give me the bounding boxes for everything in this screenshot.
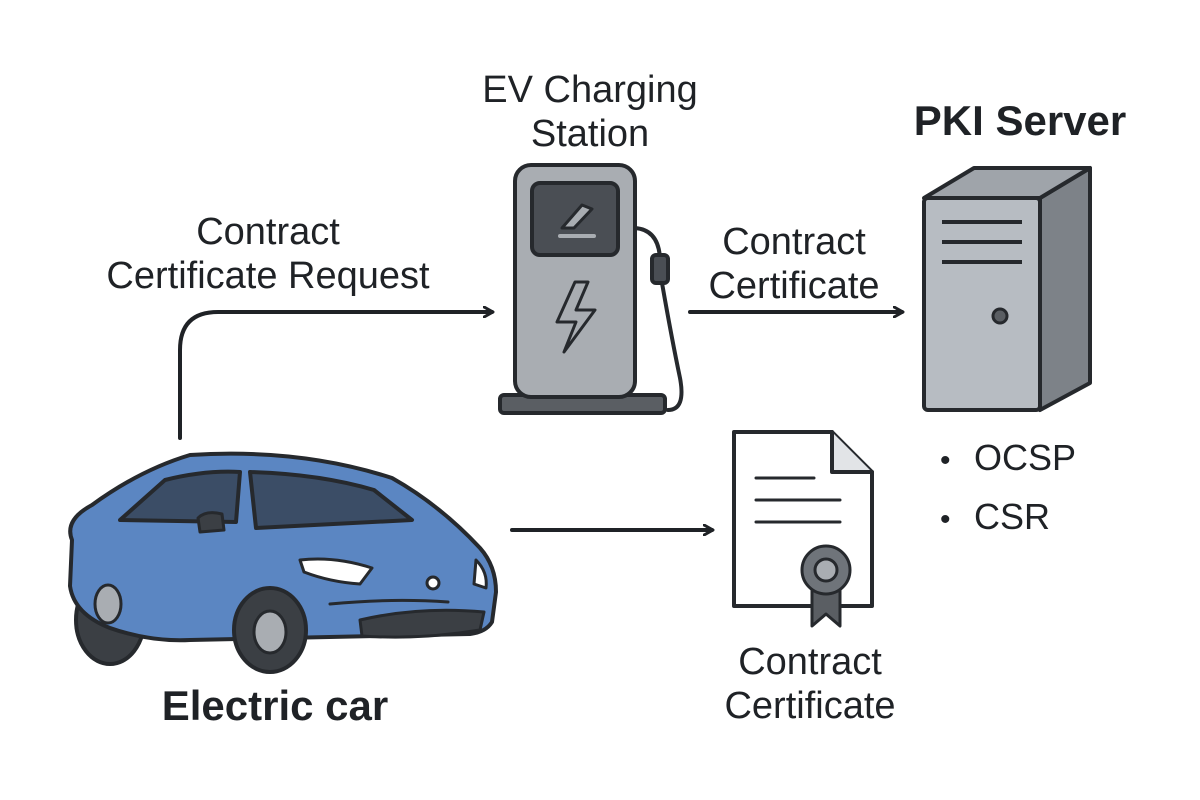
charging-station-label: EV Charging Station [470, 68, 710, 156]
charging-station-label-line2: Station [530, 113, 650, 155]
certificate-arrow-label-line1: Contract [722, 221, 866, 263]
certificate-arrow-label-line2: Certificate [708, 265, 880, 307]
pki-server-label: PKI Server [913, 97, 1127, 144]
arrow-car-to-station [178, 312, 492, 440]
server-tower-icon [922, 166, 1092, 412]
certificate-document-label-line2: Certificate [724, 685, 896, 727]
certificate-document-label-line1: Contract [738, 641, 882, 683]
server-feature-item: OCSP [940, 430, 1076, 489]
request-arrow-label-line1: Contract [196, 211, 340, 253]
server-feature-list: OCSP CSR [940, 430, 1076, 548]
certificate-document-label: Contract Certificate [690, 640, 930, 728]
charging-station-icon [498, 163, 684, 415]
certificate-document-icon [732, 430, 874, 628]
charging-station-label-line1: EV Charging [482, 69, 698, 111]
request-arrow-label-line2: Certificate Request [106, 255, 430, 297]
certificate-arrow-label: Contract Certificate [684, 220, 904, 308]
car-label: Electric car [161, 682, 389, 729]
server-feature-item: CSR [940, 489, 1076, 548]
electric-car-icon [68, 451, 498, 674]
request-arrow-label: Contract Certificate Request [78, 210, 458, 298]
